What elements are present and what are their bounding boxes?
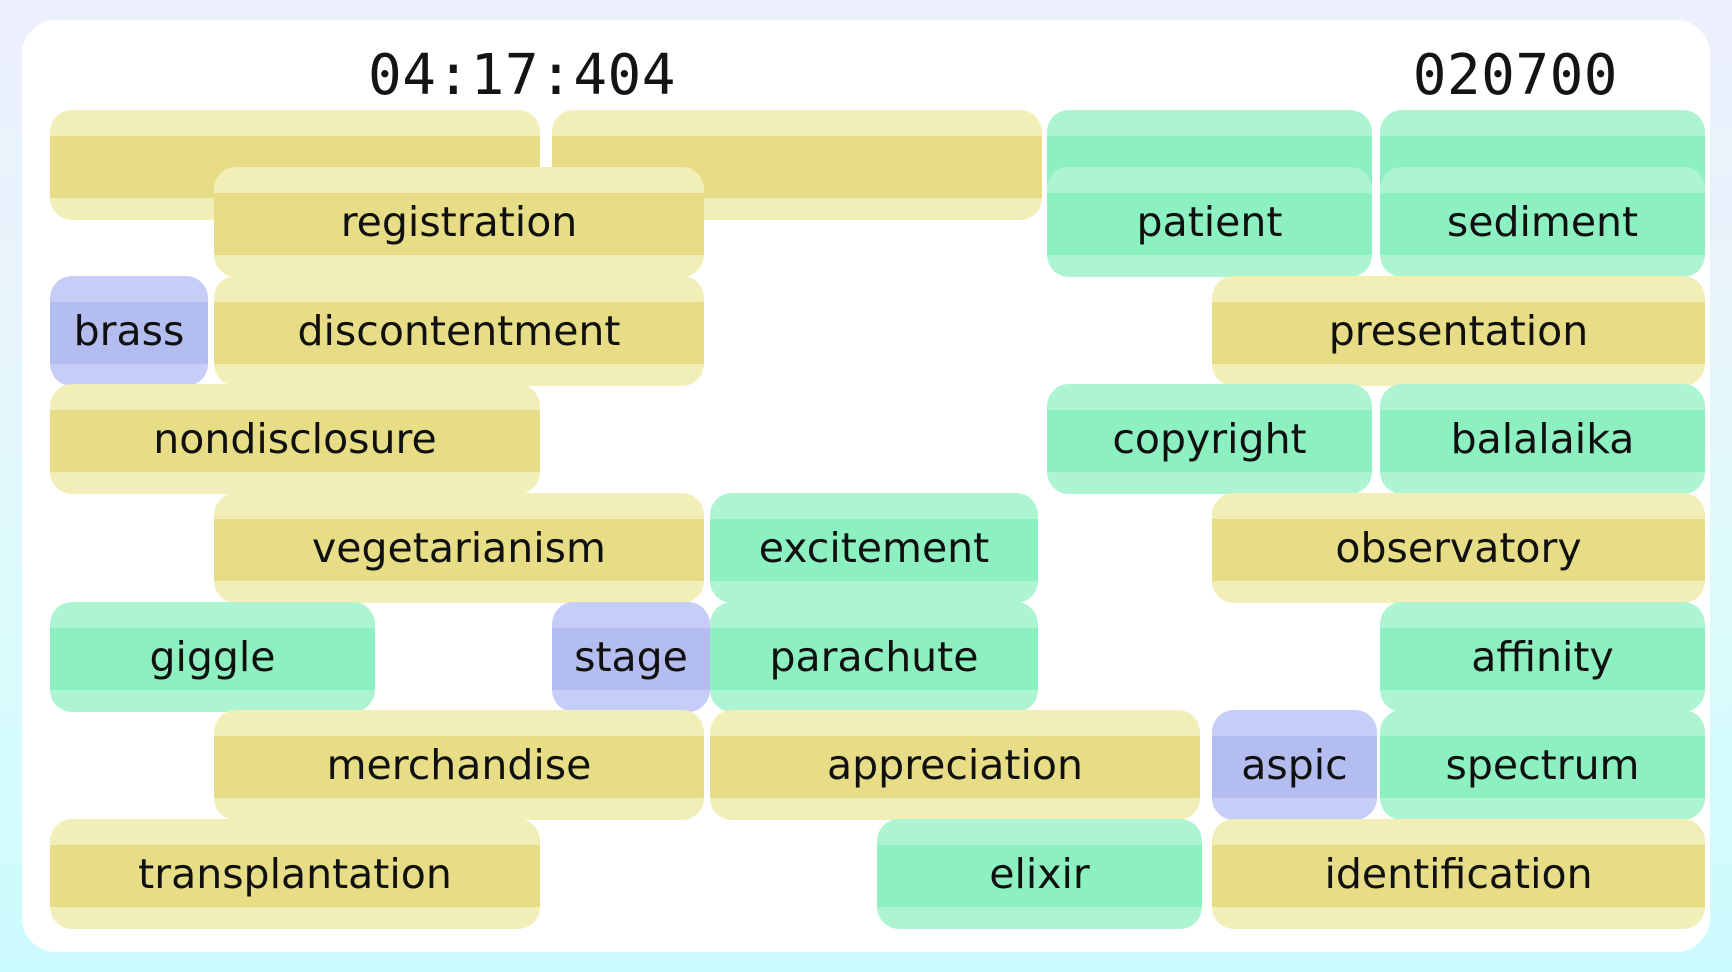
word-pill-band — [1380, 736, 1705, 798]
word-pill[interactable]: transplantation — [50, 819, 540, 929]
word-pill-band — [1212, 519, 1705, 581]
word-pill-band — [1380, 410, 1705, 472]
word-pill-label: appreciation — [827, 741, 1083, 789]
word-pill[interactable]: identification — [1212, 819, 1705, 929]
word-pill-band — [710, 736, 1200, 798]
word-pill-label: balalaika — [1450, 415, 1635, 463]
word-pill-label: nondisclosure — [153, 415, 437, 463]
word-pill-band — [214, 302, 704, 364]
word-pill[interactable]: giggle — [50, 602, 375, 712]
word-pill-label: vegetarianism — [312, 524, 606, 572]
word-pill-band — [214, 193, 704, 255]
word-pill[interactable]: stage — [552, 602, 710, 712]
word-pill-label: stage — [574, 633, 688, 681]
word-pill-band — [877, 845, 1202, 907]
word-pill-label: spectrum — [1445, 741, 1640, 789]
word-pill[interactable]: aspic — [1212, 710, 1377, 820]
word-pill-band — [1380, 628, 1705, 690]
word-pill-band — [1047, 193, 1372, 255]
word-pill[interactable]: presentation — [1212, 276, 1705, 386]
word-pill[interactable]: spectrum — [1380, 710, 1705, 820]
word-pill-label: transplantation — [138, 850, 452, 898]
falling-words-playfield[interactable]: registration patient sediment brass disconte… — [22, 20, 1710, 952]
word-pill[interactable]: elixir — [877, 819, 1202, 929]
word-pill-band — [1380, 193, 1705, 255]
word-pill[interactable]: affinity — [1380, 602, 1705, 712]
word-pill[interactable]: brass — [50, 276, 208, 386]
word-pill-band — [552, 628, 710, 690]
word-pill-label: parachute — [769, 633, 979, 681]
word-pill-label: presentation — [1328, 307, 1589, 355]
word-pill[interactable]: observatory — [1212, 493, 1705, 603]
word-pill-label: giggle — [149, 633, 276, 681]
word-pill-label: discontentment — [297, 307, 621, 355]
word-pill-label: identification — [1324, 850, 1593, 898]
word-pill-label: elixir — [989, 850, 1090, 898]
word-pill[interactable]: appreciation — [710, 710, 1200, 820]
word-pill[interactable]: copyright — [1047, 384, 1372, 494]
word-pill-label: merchandise — [326, 741, 592, 789]
word-pill-label: patient — [1136, 198, 1283, 246]
word-pill[interactable]: balalaika — [1380, 384, 1705, 494]
word-pill-band — [1212, 736, 1377, 798]
word-pill[interactable]: vegetarianism — [214, 493, 704, 603]
word-pill[interactable]: nondisclosure — [50, 384, 540, 494]
word-pill[interactable]: patient — [1047, 167, 1372, 277]
word-pill[interactable]: discontentment — [214, 276, 704, 386]
word-pill[interactable]: merchandise — [214, 710, 704, 820]
word-pill-label: copyright — [1112, 415, 1307, 463]
game-card: registration patient sediment brass disconte… — [22, 20, 1710, 952]
word-pill-band — [1047, 410, 1372, 472]
word-pill-band — [710, 519, 1038, 581]
word-pill-band — [214, 519, 704, 581]
word-pill-band — [50, 628, 375, 690]
word-pill-label: excitement — [758, 524, 990, 572]
word-pill-band — [710, 628, 1038, 690]
word-pill-band — [214, 736, 704, 798]
word-pill-band — [50, 410, 540, 472]
word-pill-band — [50, 302, 208, 364]
word-pill-label: brass — [73, 307, 185, 355]
word-pill-label: sediment — [1446, 198, 1639, 246]
word-pill-label: observatory — [1335, 524, 1582, 572]
word-pill[interactable]: parachute — [710, 602, 1038, 712]
word-pill-band — [1212, 845, 1705, 907]
word-pill-band — [1212, 302, 1705, 364]
word-pill-label: aspic — [1241, 741, 1348, 789]
word-pill[interactable]: excitement — [710, 493, 1038, 603]
word-pill-band — [50, 845, 540, 907]
word-pill[interactable]: registration — [214, 167, 704, 277]
word-pill-label: registration — [340, 198, 578, 246]
word-pill-label: affinity — [1471, 633, 1614, 681]
word-pill[interactable]: sediment — [1380, 167, 1705, 277]
